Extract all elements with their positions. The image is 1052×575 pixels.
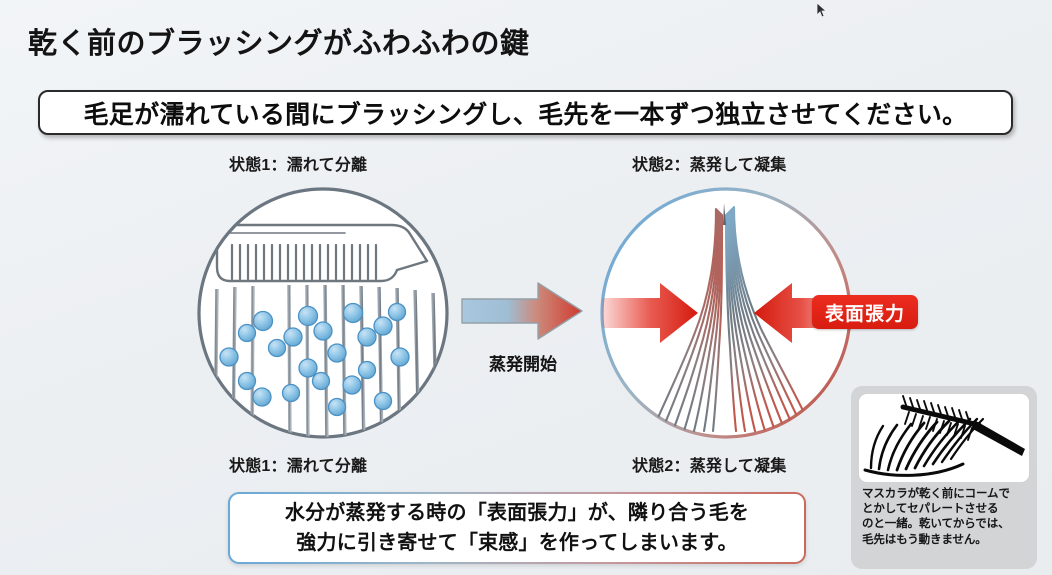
explanation-callout-inner: 水分が蒸発する時の「表面張力」が、隣り合う毛を 強力に引き寄せて「束感」を作って… xyxy=(230,494,804,562)
mascara-caption-line-3: のと一緒。乾いてからでは、 xyxy=(862,518,1010,531)
cursor-arrow-icon xyxy=(816,2,828,18)
mascara-analogy-panel: マスカラが乾く前にコームで とかしてセパレートさせる のと一緒。乾いてからでは、… xyxy=(851,386,1037,569)
mascara-lash-comb-icon xyxy=(859,394,1029,482)
state2-circle-diagram xyxy=(598,185,854,441)
state1-circle-diagram xyxy=(195,185,451,441)
state1-caption-top: 状態1：濡れて分離 xyxy=(229,157,368,174)
page-title: 乾く前のブラッシングがふわふわの鍵 xyxy=(28,28,530,60)
mascara-caption-line-4: 毛先はもう動きません。 xyxy=(862,533,987,546)
mouse-cursor xyxy=(816,2,828,20)
state2-caption-top: 状態2：蒸発して凝集 xyxy=(632,157,787,174)
subtitle-text: 毛足が濡れている間にブラッシングし、毛先を一本ずつ独立させてください。 xyxy=(83,100,968,129)
water-droplets xyxy=(219,302,410,417)
subtitle-banner: 毛足が濡れている間にブラッシングし、毛先を一本ずつ独立させてください。 xyxy=(38,90,1013,135)
lash-illustration-svg xyxy=(863,395,1025,477)
state2-caption-bottom: 状態2：蒸発して凝集 xyxy=(632,458,787,475)
clumped-hair-bundle xyxy=(650,205,815,433)
bundle-tip xyxy=(723,203,726,225)
explanation-callout: 水分が蒸発する時の「表面張力」が、隣り合う毛を 強力に引き寄せて「束感」を作って… xyxy=(228,492,806,564)
surface-tension-badge-label: 表面張力 xyxy=(825,303,906,325)
evaporation-arrow xyxy=(460,281,585,341)
state2-svg xyxy=(600,187,852,439)
explanation-line-1: 水分が蒸発する時の「表面張力」が、隣り合う毛を xyxy=(284,501,750,524)
mascara-caption-line-2: とかしてセパレートさせる xyxy=(862,503,999,516)
mascara-analogy-caption: マスカラが乾く前にコームで とかしてセパレートさせる のと一緒。乾いてからでは、… xyxy=(859,487,1029,548)
surface-tension-badge: 表面張力 xyxy=(812,295,919,329)
explanation-line-2: 強力に引き寄せて「束感」を作ってしまいます。 xyxy=(296,531,738,554)
mascara-caption-line-1: マスカラが乾く前にコームで xyxy=(862,488,1010,500)
state1-svg xyxy=(197,187,449,439)
right-arrow-icon xyxy=(461,282,583,340)
evaporation-arrow-label: 蒸発開始 xyxy=(489,355,557,374)
state1-caption-bottom: 状態1：濡れて分離 xyxy=(229,458,368,475)
